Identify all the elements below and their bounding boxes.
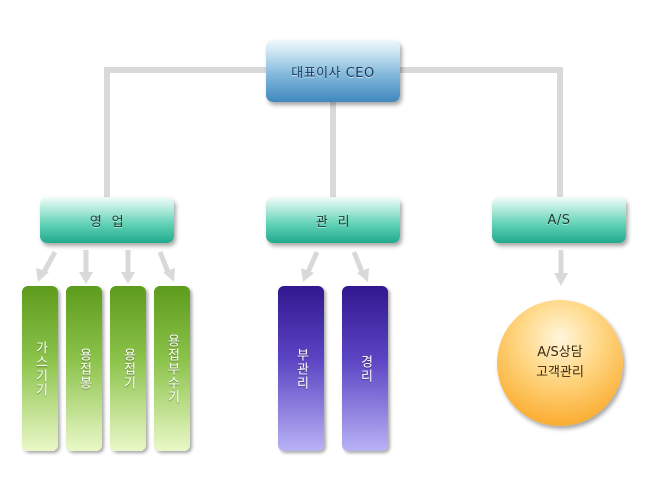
- admin-item-sub-admin-label: 부관리: [293, 347, 309, 390]
- department-sales: 영 업: [40, 197, 174, 243]
- department-as-label: A/S: [547, 212, 571, 228]
- arrow-head-welder: [121, 272, 135, 284]
- department-admin: 관 리: [266, 197, 400, 243]
- arrow-shaft-parts: [157, 251, 171, 273]
- department-as: A/S: [492, 197, 626, 243]
- as-service-line2: 고객관리: [536, 365, 584, 380]
- sales-item-welder-label: 용접기: [120, 347, 136, 390]
- as-service-circle: A/S상담 고객관리: [497, 300, 623, 426]
- department-admin-label: 관 리: [315, 214, 351, 230]
- ceo-label: 대표이사 CEO: [291, 65, 375, 81]
- ceo-node: 대표이사 CEO: [266, 40, 400, 102]
- sales-item-gas-equipment-label: 가스기기: [32, 340, 48, 397]
- admin-item-accounting-label: 경리: [357, 354, 373, 383]
- arrow-head-parts: [163, 268, 175, 282]
- arrow-head-gas: [36, 268, 49, 282]
- sales-item-welding-rod-label: 용접봉: [76, 347, 92, 390]
- arrow-head-sub-admin: [301, 268, 314, 282]
- department-sales-label: 영 업: [89, 214, 125, 230]
- sales-item-gas-equipment: 가스기기: [22, 286, 58, 451]
- arrow-head-accounting: [357, 268, 369, 282]
- connector-ceo-as: [398, 67, 563, 197]
- arrow-head-as: [554, 273, 568, 286]
- arrow-head-rod: [79, 272, 93, 284]
- arrow-shaft-accounting: [351, 251, 365, 273]
- sales-item-welder: 용접기: [110, 286, 146, 451]
- admin-item-accounting: 경리: [342, 286, 388, 451]
- sales-item-welding-parts-label: 용접부수기: [164, 333, 180, 404]
- sales-item-welding-rod: 용접봉: [66, 286, 102, 451]
- admin-item-sub-admin: 부관리: [278, 286, 324, 451]
- arrow-shaft-gas: [41, 250, 58, 274]
- arrow-shaft-sub-admin: [305, 250, 320, 274]
- sales-item-welding-parts: 용접부수기: [154, 286, 190, 451]
- as-service-line1: A/S상담: [537, 345, 583, 360]
- connector-ceo-sales: [104, 67, 268, 197]
